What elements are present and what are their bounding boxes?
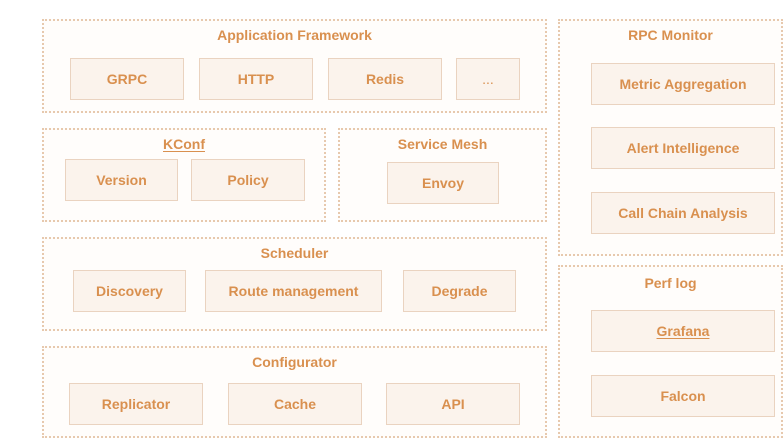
configurator-title: Configurator — [252, 354, 337, 370]
route-management-box: Route management — [205, 270, 382, 312]
kconf-group: KConf Version Policy — [42, 128, 326, 222]
rpc-monitor-title: RPC Monitor — [628, 27, 713, 43]
grafana-box: Grafana — [591, 310, 775, 352]
perf-log-title: Perf log — [644, 275, 697, 291]
scheduler-title: Scheduler — [260, 245, 329, 261]
configurator-group: Configurator Replicator Cache API — [42, 346, 547, 438]
http-box: HTTP — [199, 58, 313, 100]
kconf-title: KConf — [163, 136, 205, 152]
application-framework-group: Application Framework GRPC HTTP Redis ..… — [42, 19, 547, 113]
degrade-box: Degrade — [403, 270, 516, 312]
discovery-box: Discovery — [73, 270, 186, 312]
replicator-box: Replicator — [69, 383, 203, 425]
api-box: API — [386, 383, 520, 425]
rpc-monitor-group: RPC Monitor Metric Aggregation Alert Int… — [558, 19, 783, 256]
application-framework-title: Application Framework — [217, 27, 372, 43]
alert-intelligence-box: Alert Intelligence — [591, 127, 775, 169]
redis-box: Redis — [328, 58, 442, 100]
version-box: Version — [65, 159, 178, 201]
scheduler-group: Scheduler Discovery Route management Deg… — [42, 237, 547, 331]
envoy-box: Envoy — [387, 162, 499, 204]
perf-log-group: Perf log Grafana Falcon — [558, 265, 783, 438]
policy-box: Policy — [191, 159, 305, 201]
metric-aggregation-box: Metric Aggregation — [591, 63, 775, 105]
grpc-box: GRPC — [70, 58, 184, 100]
ellipsis-box: ... — [456, 58, 520, 100]
falcon-box: Falcon — [591, 375, 775, 417]
service-mesh-group: Service Mesh Envoy — [338, 128, 547, 222]
cache-box: Cache — [228, 383, 362, 425]
call-chain-analysis-box: Call Chain Analysis — [591, 192, 775, 234]
service-mesh-title: Service Mesh — [397, 136, 488, 152]
